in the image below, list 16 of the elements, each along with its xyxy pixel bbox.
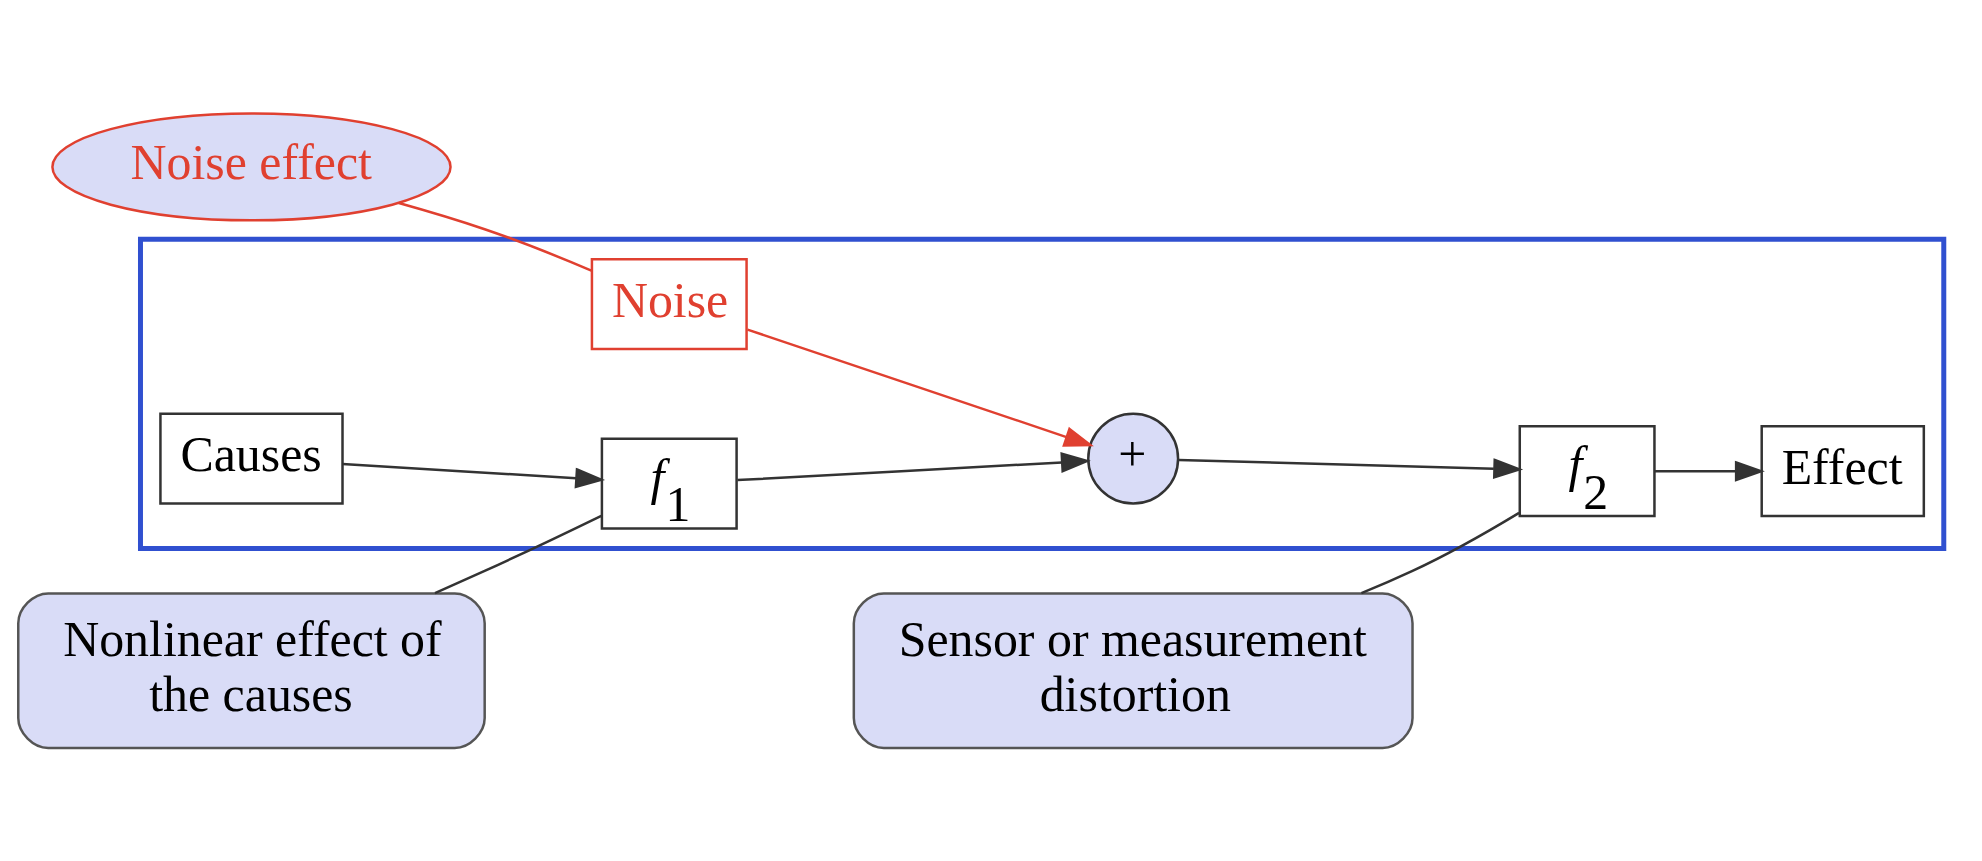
node-box: Noise [590,257,748,350]
node-circle: + [1087,412,1180,505]
arrow [1178,457,1524,479]
node-box: Causes [159,412,344,505]
arrow [747,327,1094,447]
arrow [1654,460,1765,482]
cluster [138,236,1947,551]
connector [1360,511,1520,594]
node-ellipse: Noise effect [51,111,452,222]
arrow [737,451,1091,481]
connector [398,201,592,272]
connector [434,514,602,594]
node-box: Sensor or measurement distortion [852,591,1414,749]
node-box: Nonlinear effect of the causes [17,591,486,749]
arrow [342,462,606,489]
node-box: Effect [1760,424,1926,517]
